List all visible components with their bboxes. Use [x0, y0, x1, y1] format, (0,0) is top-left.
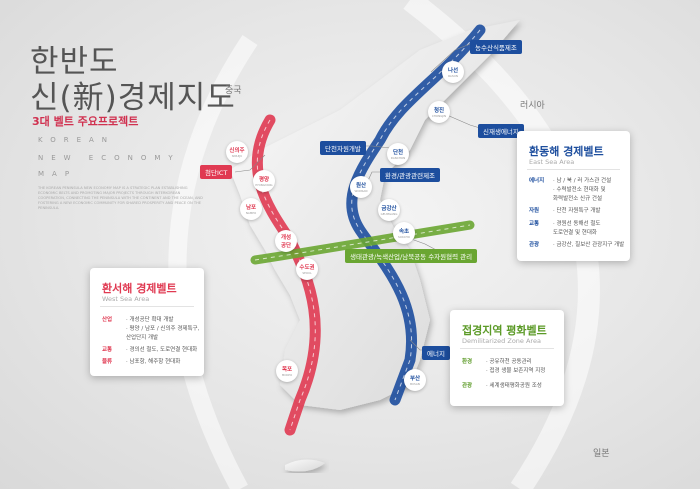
label-energy: 에너지 — [422, 346, 450, 360]
label-env-tourism-mfg: 환경/관광관련제조 — [380, 168, 441, 182]
card-dmz-sub: Demilitarized Zone Area — [462, 337, 541, 345]
page-subtitle: 3대 벨트 주요프로젝트 — [32, 115, 139, 128]
page-title-line1: 한반도 — [30, 44, 119, 80]
card-east-title: 환동해 경제벨트 — [529, 145, 604, 158]
card-west-sub: West Sea Area — [102, 295, 150, 303]
english-title-2: NEW ECONOMY — [38, 154, 181, 162]
country-japan: 일본 — [593, 449, 610, 459]
arc-left — [168, 35, 258, 489]
page-title-line2: 신(新)경제지도 — [30, 80, 236, 116]
card-east-sub: East Sea Area — [529, 158, 575, 166]
jeju-island — [285, 459, 325, 472]
card-east-sea: 환동해 경제벨트 East Sea Area 에너지 · 남 / 북 / 러 가… — [517, 131, 630, 261]
label-dmz-projects: 생태관광/녹색산업/남북공동 수자원협력 관리 — [345, 249, 478, 263]
label-ict: 첨단ICT — [200, 165, 233, 179]
card-west-sea: 환서해 경제벨트 West Sea Area 산업 · 개성공단 확대 개발· … — [90, 268, 204, 376]
card-dmz: 접경지역 평화벨트 Demilitarized Zone Area 환경 · 공… — [450, 310, 564, 406]
english-title-1: KOREAN — [38, 136, 116, 144]
card-dmz-title: 접경지역 평화벨트 — [462, 324, 547, 337]
card-west-title: 환서해 경제벨트 — [102, 282, 177, 295]
node-kaesong: 개성 공단 — [275, 230, 297, 252]
peninsula-land — [230, 20, 520, 410]
country-russia: 러시아 — [520, 101, 545, 111]
label-renewable-energy: 신재생에너지 — [478, 124, 524, 138]
fine-print: THE KOREAN PENINSULA NEW ECONOMY MAP IS … — [38, 186, 203, 210]
label-agrifood: 농수산식품제조 — [470, 40, 522, 54]
country-china: 중국 — [225, 86, 242, 96]
english-title-3: MAP — [38, 170, 78, 178]
label-danchon-resources: 단천자원개발 — [320, 141, 366, 155]
